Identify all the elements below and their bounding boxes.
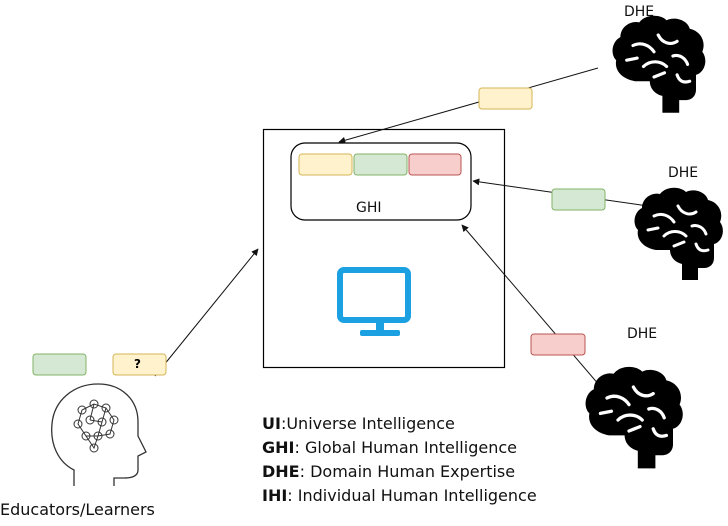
legend-sep: :	[287, 486, 298, 505]
legend-text: Individual Human Intelligence	[297, 486, 537, 505]
legend-abbr: DHE	[262, 462, 300, 481]
learner-chip-green	[32, 353, 87, 376]
ghi-chip-yellow	[298, 153, 353, 176]
ghi-chip-red	[408, 153, 462, 176]
ghi-box	[290, 142, 472, 221]
brain-icon	[610, 14, 707, 115]
legend-item-ui: UI:Universe Intelligence	[262, 412, 537, 436]
legend-item-dhe: DHE: Domain Human Expertise	[262, 460, 537, 484]
ghi-chip-green	[353, 153, 408, 176]
dhe-middle-chip-green	[551, 188, 606, 211]
dhe-label-top: DHE	[624, 4, 655, 20]
question-mark: ?	[134, 357, 141, 371]
legend-item-ihi: IHI: Individual Human Intelligence	[262, 484, 537, 508]
legend-text: Domain Human Expertise	[310, 462, 516, 481]
ghi-label: GHI	[356, 200, 382, 216]
arrow-dhe-bottom-to-ghi	[461, 224, 601, 387]
legend-item-ghi: GHI: Global Human Intelligence	[262, 436, 537, 460]
legend-sep: :	[299, 462, 311, 481]
legend: UI:Universe Intelligence GHI: Global Hum…	[262, 412, 537, 508]
legend-text: Global Human Intelligence	[304, 438, 517, 457]
learner-chip-question	[112, 353, 167, 376]
legend-sep: :	[294, 438, 305, 457]
arrow-dhe-top-to-ghi	[338, 67, 599, 144]
legend-abbr: GHI	[262, 438, 295, 457]
legend-text: Universe Intelligence	[286, 414, 455, 433]
dhe-label-bottom: DHE	[627, 326, 658, 342]
dhe-bottom-chip-red	[530, 333, 586, 356]
legend-abbr: UI	[262, 414, 281, 433]
arrow-learner-to-system	[154, 248, 259, 377]
brain-icon	[583, 365, 685, 471]
dhe-label-middle: DHE	[668, 165, 699, 181]
head-profile-icon	[51, 383, 147, 486]
brain-icon	[633, 186, 725, 282]
legend-abbr: IHI	[262, 486, 288, 505]
legend-sep: :	[280, 414, 287, 433]
dhe-top-chip-yellow	[478, 87, 533, 110]
educators-label: Educators/Learners	[0, 500, 155, 519]
monitor-icon	[337, 267, 411, 336]
